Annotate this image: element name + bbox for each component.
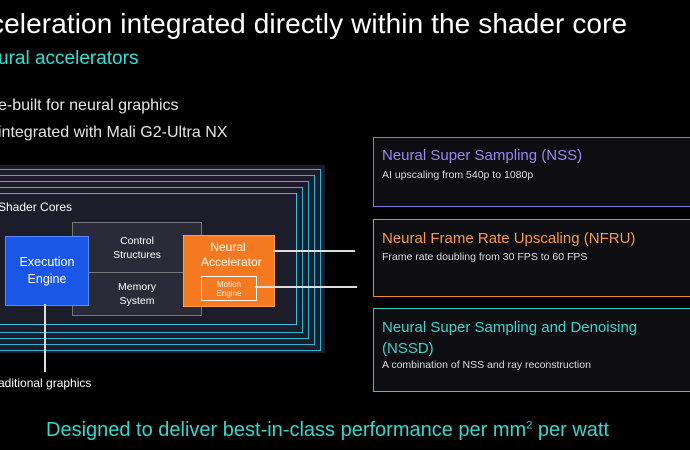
footer-text: Designed to deliver best-in-class perfor…	[46, 419, 527, 441]
neural-accelerator-label: Neural Accelerator	[201, 240, 262, 269]
footer-text-end: per watt	[532, 419, 610, 441]
shader-core-stack-layer	[0, 181, 309, 339]
traditional-graphics-connector	[44, 304, 46, 372]
card-title-line-2: (NSSD)	[382, 340, 434, 357]
shader-core-stack-layer	[0, 175, 315, 345]
card-nssd: Neural Super Sampling and Denoising (NSS…	[373, 308, 690, 392]
footer-tagline: Designed to deliver best-in-class perfor…	[46, 419, 609, 442]
motion-engine-connector	[255, 286, 357, 288]
card-title: Neural Super Sampling (NSS)	[382, 147, 583, 164]
shader-core-stack-layer	[0, 169, 321, 351]
bullet-item: e-built for neural graphics	[0, 97, 179, 114]
card-description: Frame rate doubling from 30 FPS to 60 FP…	[382, 251, 588, 263]
card-nfru: Neural Frame Rate Upscaling (NFRU) Frame…	[373, 219, 690, 297]
card-nss: Neural Super Sampling (NSS) AI upscaling…	[373, 137, 690, 207]
neural-accelerator-connector	[273, 250, 355, 252]
execution-engine-box: Execution Engine	[5, 236, 89, 306]
shader-cores-label: Shader Cores	[0, 200, 73, 214]
slide-title: celeration integrated directly within th…	[0, 8, 628, 39]
execution-engine-label: Execution Engine	[19, 255, 75, 286]
card-title: Neural Frame Rate Upscaling (NFRU)	[382, 230, 636, 247]
traditional-graphics-label: aditional graphics	[0, 376, 92, 390]
card-description: A combination of NSS and ray reconstruct…	[382, 359, 591, 371]
card-description: AI upscaling from 540p to 1080p	[382, 169, 534, 181]
motion-engine-label: Motion Engine	[216, 279, 242, 298]
control-structures-label: Control Structures	[113, 235, 161, 261]
memory-system-label: Memory System	[118, 281, 156, 307]
control-structures-box: Control Structures	[72, 222, 202, 274]
shader-core-stack-layer	[0, 187, 303, 333]
slide-subtitle: ural accelerators	[0, 48, 139, 69]
motion-engine-box: Motion Engine	[201, 276, 257, 301]
card-title-line-1: Neural Super Sampling and Denoising	[382, 319, 638, 336]
bullet-item: integrated with Mali G2-Ultra NX	[0, 124, 228, 141]
footer-superscript: 2	[526, 419, 533, 432]
